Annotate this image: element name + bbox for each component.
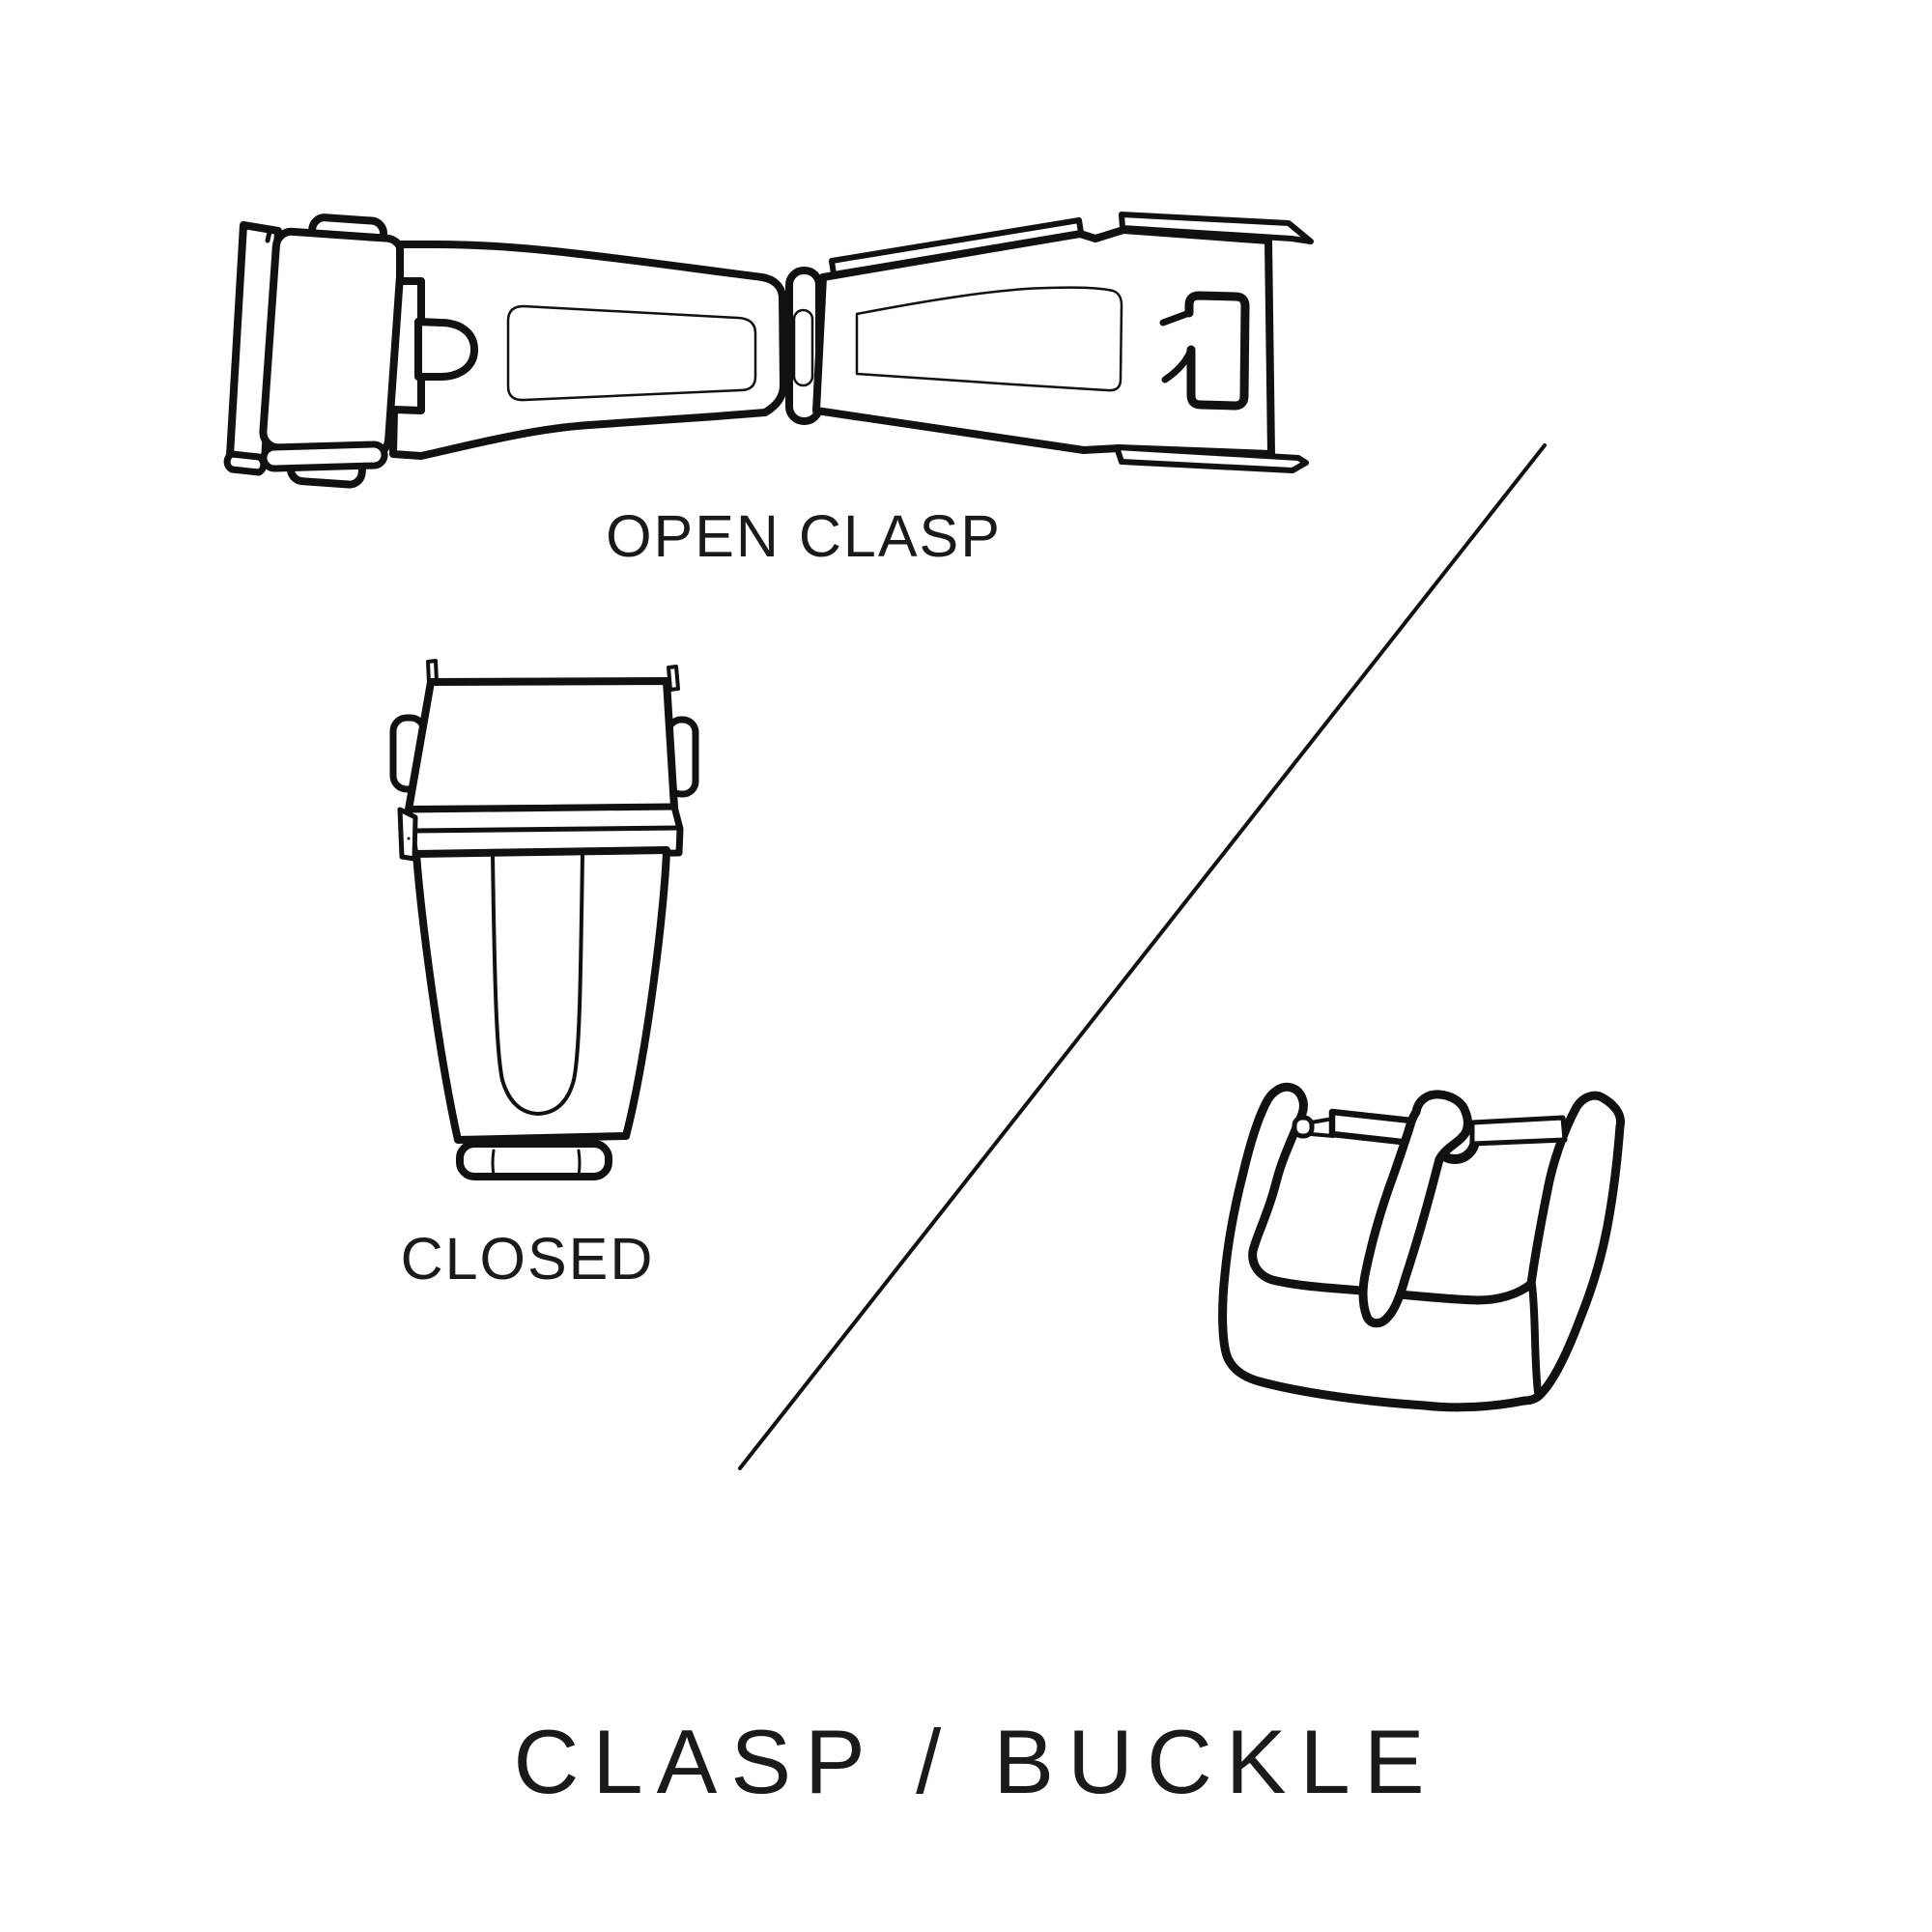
svg-text:CLOSED: CLOSED <box>401 1226 655 1292</box>
svg-text:OPEN CLASP: OPEN CLASP <box>606 503 1002 569</box>
svg-text:CLASP / BUCKLE: CLASP / BUCKLE <box>513 1711 1437 1812</box>
